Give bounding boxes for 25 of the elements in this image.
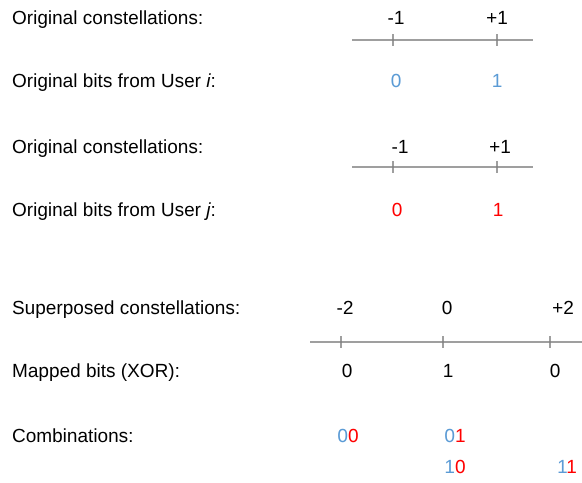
row-label: Original constellations:	[12, 7, 204, 31]
bit-combination: 00	[337, 425, 359, 449]
bit-combination: 10	[444, 456, 466, 480]
axis-value: -2	[336, 297, 354, 321]
bit-value: 0	[392, 199, 402, 223]
axis-value: +1	[489, 136, 511, 160]
row-label: Original bits from User i:	[12, 70, 216, 94]
row-label: Original bits from User j:	[12, 199, 216, 223]
bit-value: 0	[342, 360, 352, 384]
row-label: Superposed constellations:	[12, 297, 240, 321]
axis-value: 0	[442, 297, 452, 321]
axis-value: -1	[388, 7, 404, 31]
row-label: Combinations:	[12, 425, 134, 449]
bit-combination: 01	[444, 425, 466, 449]
row-label: Original constellations:	[12, 136, 204, 160]
axis-value: -1	[392, 136, 408, 160]
bit-value: 1	[442, 360, 454, 384]
bit-value: 1	[492, 199, 504, 223]
axis-value: +2	[552, 297, 574, 321]
bit-value: 0	[550, 360, 560, 384]
row-label: Mapped bits (XOR):	[12, 360, 180, 384]
bit-combination: 11	[557, 456, 577, 480]
axis-value: +1	[486, 7, 508, 31]
bit-value: 1	[492, 70, 502, 94]
bit-value: 0	[390, 70, 402, 94]
